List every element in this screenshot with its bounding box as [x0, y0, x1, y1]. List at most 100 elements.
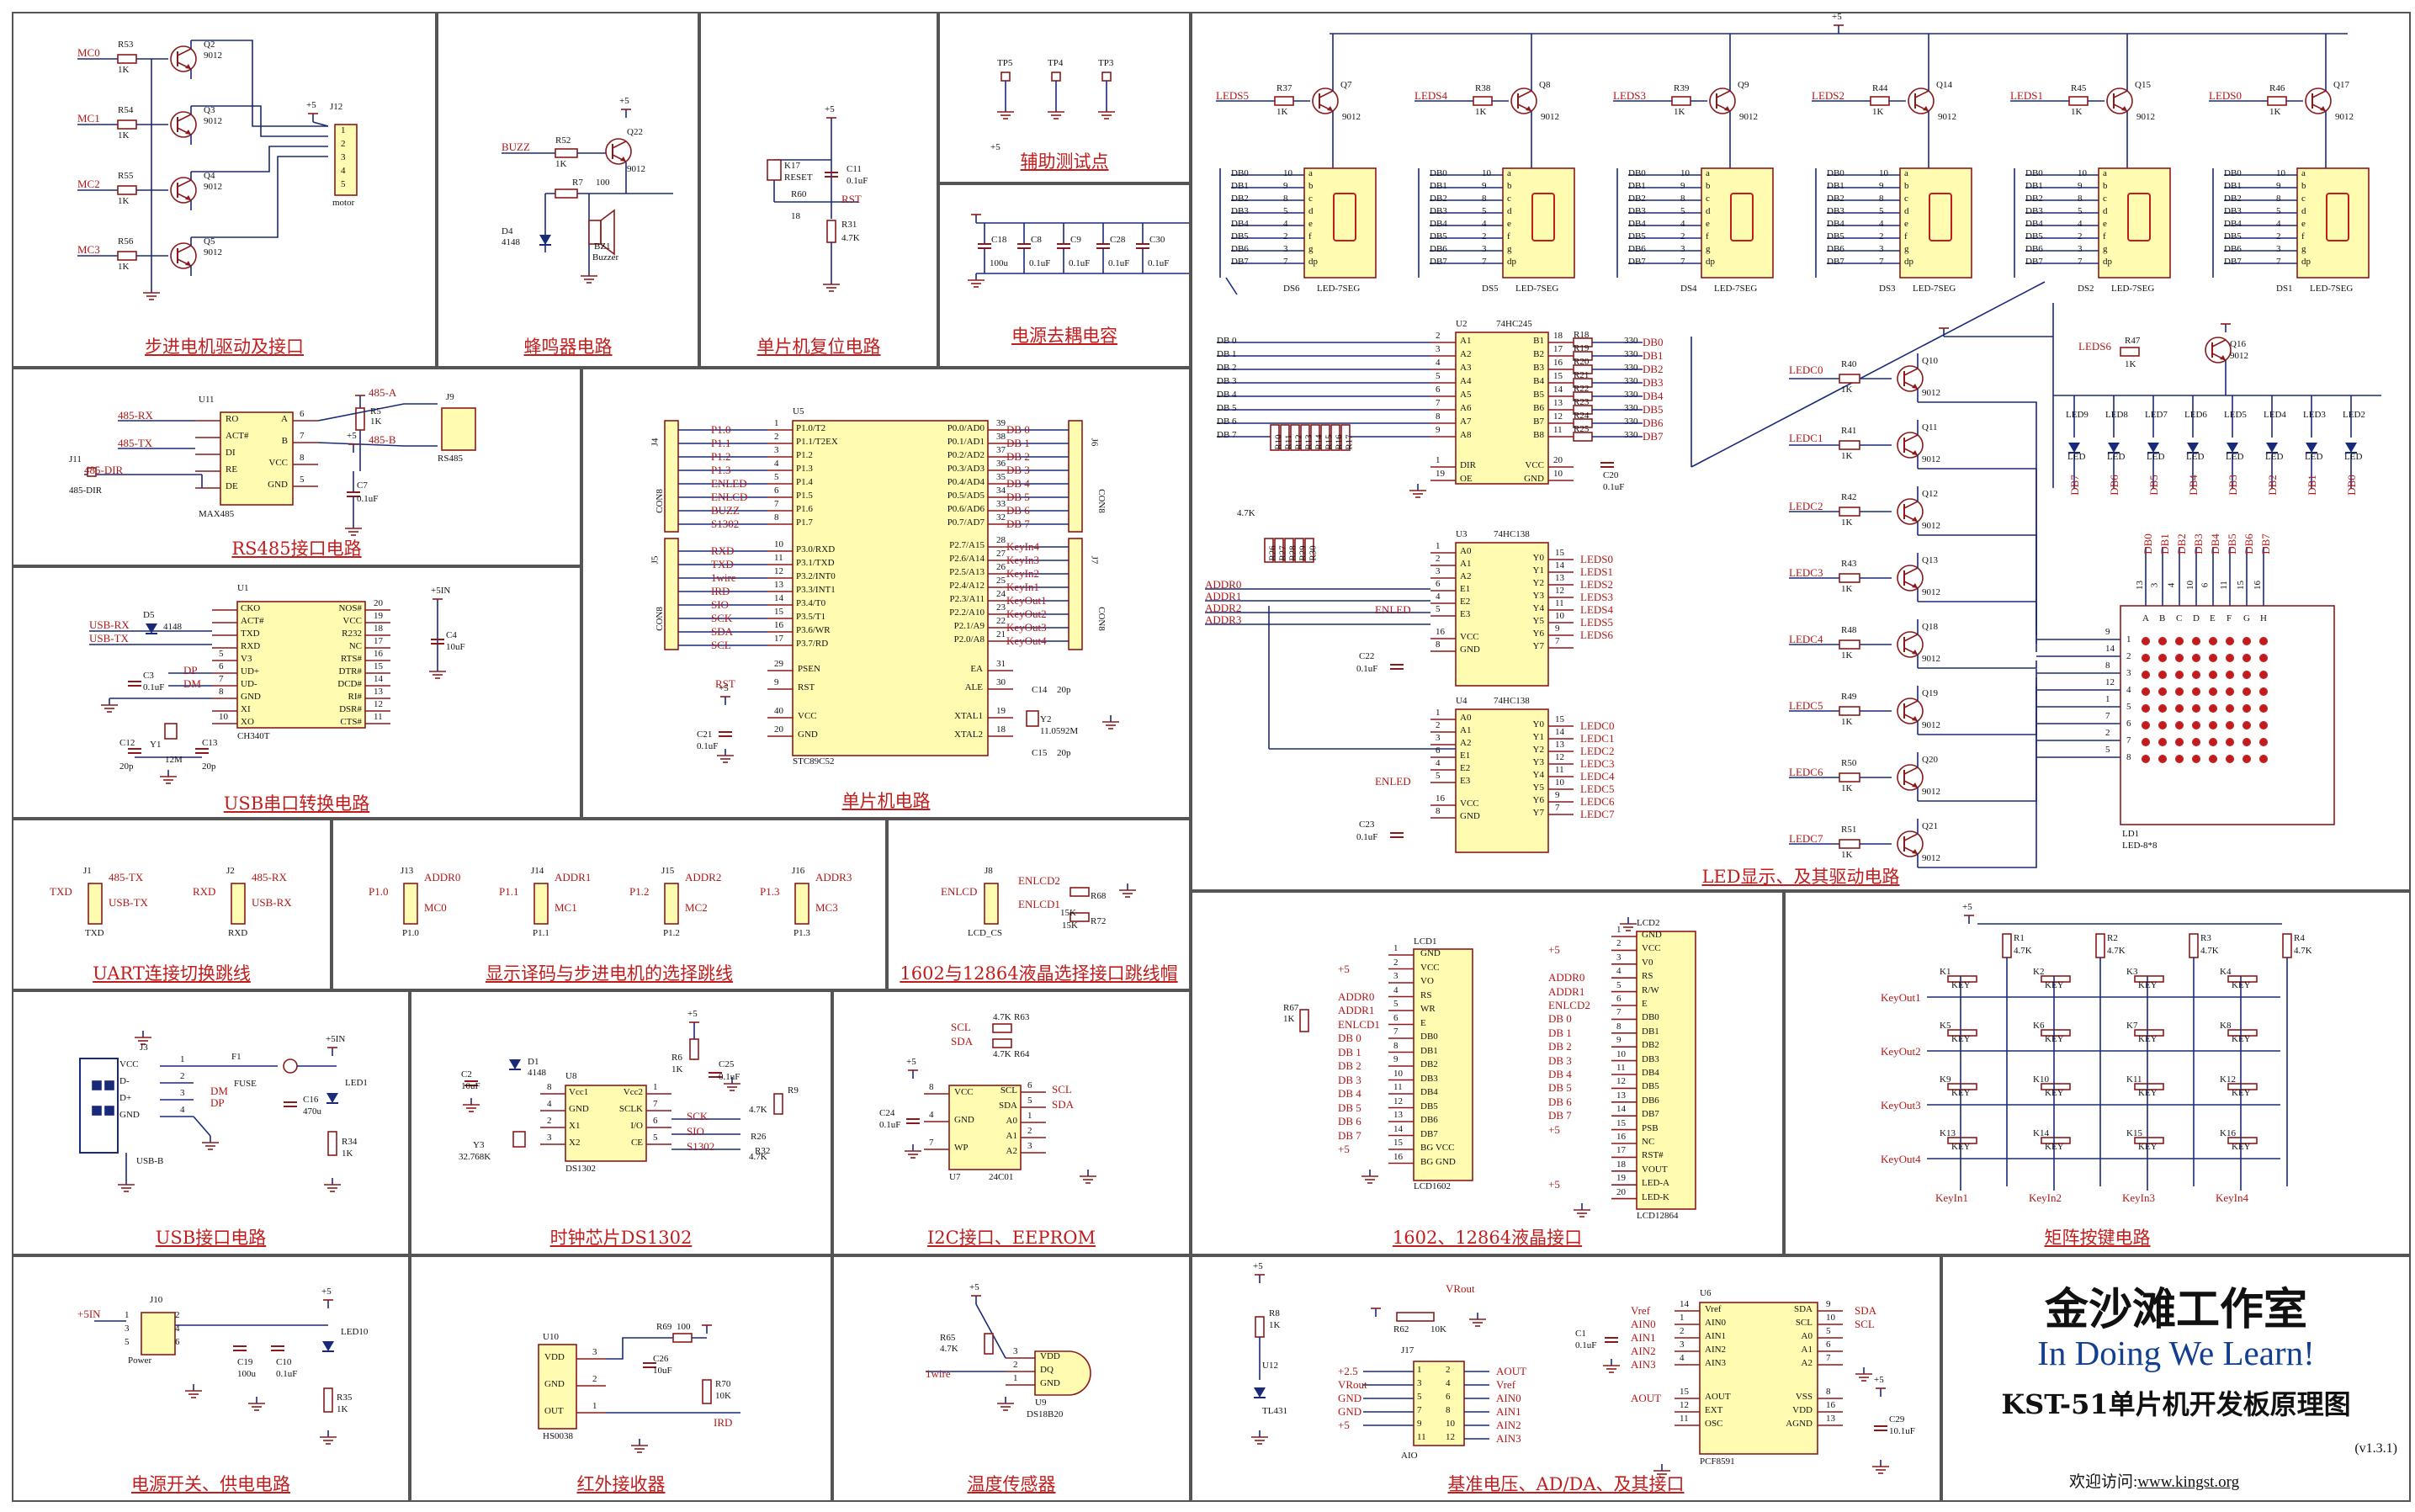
pin-number: 2 [1482, 231, 1487, 241]
ic-chip [794, 883, 809, 925]
supply-label: +5 [1874, 1375, 1884, 1385]
pin-number: 35 [996, 472, 1006, 482]
pin-number: 3 [341, 152, 346, 162]
value: Buzzer [592, 252, 619, 263]
pin-number: 5 [1393, 999, 1399, 1009]
net-label: VRout [1338, 1378, 1367, 1391]
pin-label: DSR# [339, 704, 362, 714]
ref: R43 [1841, 559, 1857, 569]
resistor [327, 1131, 337, 1156]
supply-label: +5 [306, 100, 316, 110]
pin-label: Y3 [1532, 757, 1544, 767]
transistor [1897, 631, 1924, 658]
net-label: DB6 [2025, 244, 2043, 254]
pin-label: D- [119, 1076, 130, 1086]
wire [177, 245, 192, 253]
pin-label: OUT [544, 1406, 564, 1416]
value: LED [2265, 452, 2284, 462]
net-label: DB 7 [1548, 1109, 1572, 1122]
pin-label: c [1904, 194, 1908, 204]
ic-chip [236, 601, 366, 729]
led-icon [539, 235, 551, 245]
matrix-led [2158, 637, 2167, 645]
matrix-led [2259, 738, 2268, 746]
panel-title: 辅助测试点 [1020, 151, 1109, 172]
key-switch-icon [2134, 975, 2164, 983]
net-label: DB2 [2174, 533, 2188, 554]
pin-label: f [1706, 231, 1709, 241]
website-link[interactable]: www.kingst.org [2137, 1473, 2240, 1491]
pin-number: 3 [774, 445, 779, 455]
pin-number: 19 [1616, 1173, 1626, 1184]
value: 10K [1430, 1324, 1446, 1334]
ref: Q22 [627, 127, 643, 137]
net-label: DM [183, 677, 201, 690]
ref: U3 [1456, 529, 1468, 539]
ic-chip [334, 124, 358, 196]
pin-label: VCC [1525, 460, 1544, 470]
wire [1903, 368, 1919, 376]
net-label: LEDS5 [1580, 616, 1613, 629]
ref: R51 [1841, 825, 1857, 835]
value: 20p [202, 761, 216, 772]
pin-label: P2.5/A13 [949, 567, 985, 577]
net-label: DB 6 [1338, 1115, 1361, 1127]
pin-number: 9 [1283, 181, 1288, 191]
ref: K4 [2220, 967, 2232, 977]
supply-label: +5IN [431, 586, 451, 596]
pin-number: 13 [1555, 740, 1564, 750]
supply-label: +5 [1962, 902, 1972, 912]
pin-label: c [1706, 194, 1710, 204]
panel-title: USB串口转换电路 [223, 793, 370, 814]
pin-number: 7 [1616, 1007, 1622, 1018]
matrix-led [2158, 687, 2167, 696]
value: 330 [1624, 376, 1638, 386]
net-label: DB0 [1643, 336, 1664, 348]
pin-label: DIR [1460, 460, 1476, 470]
pin-label: b [1507, 181, 1512, 191]
pin-label: VCC [342, 616, 362, 626]
value: 330 [1624, 390, 1638, 400]
pin-number: 6 [1027, 1080, 1032, 1090]
net-label: DB 2 [1338, 1059, 1361, 1072]
net-label: ADDR1 [1338, 1004, 1375, 1016]
pin-label: P2.6/A14 [949, 554, 985, 564]
ref: R55 [118, 171, 134, 181]
matrix-led [2242, 755, 2251, 763]
ref: DS5 [1482, 284, 1499, 294]
pin-number: 7 [929, 1138, 934, 1148]
ref: R8 [1269, 1308, 1280, 1318]
pin-label: RE [226, 464, 238, 475]
resistor [1340, 424, 1351, 451]
pin-label: A0 [1801, 1331, 1813, 1341]
pin-number: 6 [1436, 385, 1441, 395]
pin-label: VO [1420, 976, 1434, 986]
transistor [170, 242, 197, 269]
pin-label: AGND [1786, 1419, 1813, 1429]
resistor [1290, 424, 1300, 451]
net-label: MC2 [77, 178, 100, 190]
column-label: E [2210, 613, 2216, 623]
pin-label: P1.2 [796, 450, 813, 460]
net-label: MC3 [815, 901, 838, 914]
net-label: LEDS2 [1812, 89, 1844, 102]
ref: J9 [446, 392, 454, 402]
pin-label: d [2301, 206, 2306, 216]
ic-chip [1636, 931, 1696, 1210]
pin-label: P3.1/TXD [796, 558, 835, 568]
arrow [1526, 106, 1531, 111]
value: DS18B20 [1027, 1409, 1064, 1419]
pin-label: DB7 [1420, 1128, 1438, 1139]
ref: J2 [226, 866, 235, 876]
pin-label: NC [1642, 1137, 1655, 1147]
ic-chip [1455, 332, 1549, 485]
resistor [555, 188, 578, 199]
ref: Q11 [1922, 422, 1938, 432]
pin-label: XO [241, 717, 254, 727]
value: 9012 [1938, 112, 1956, 122]
value: 9012 [2335, 112, 2354, 122]
pin-number: 7 [1680, 257, 1685, 267]
pin-number: 32 [996, 512, 1006, 523]
pin-label: V0 [1642, 957, 1653, 968]
ref: K5 [1940, 1021, 1951, 1031]
